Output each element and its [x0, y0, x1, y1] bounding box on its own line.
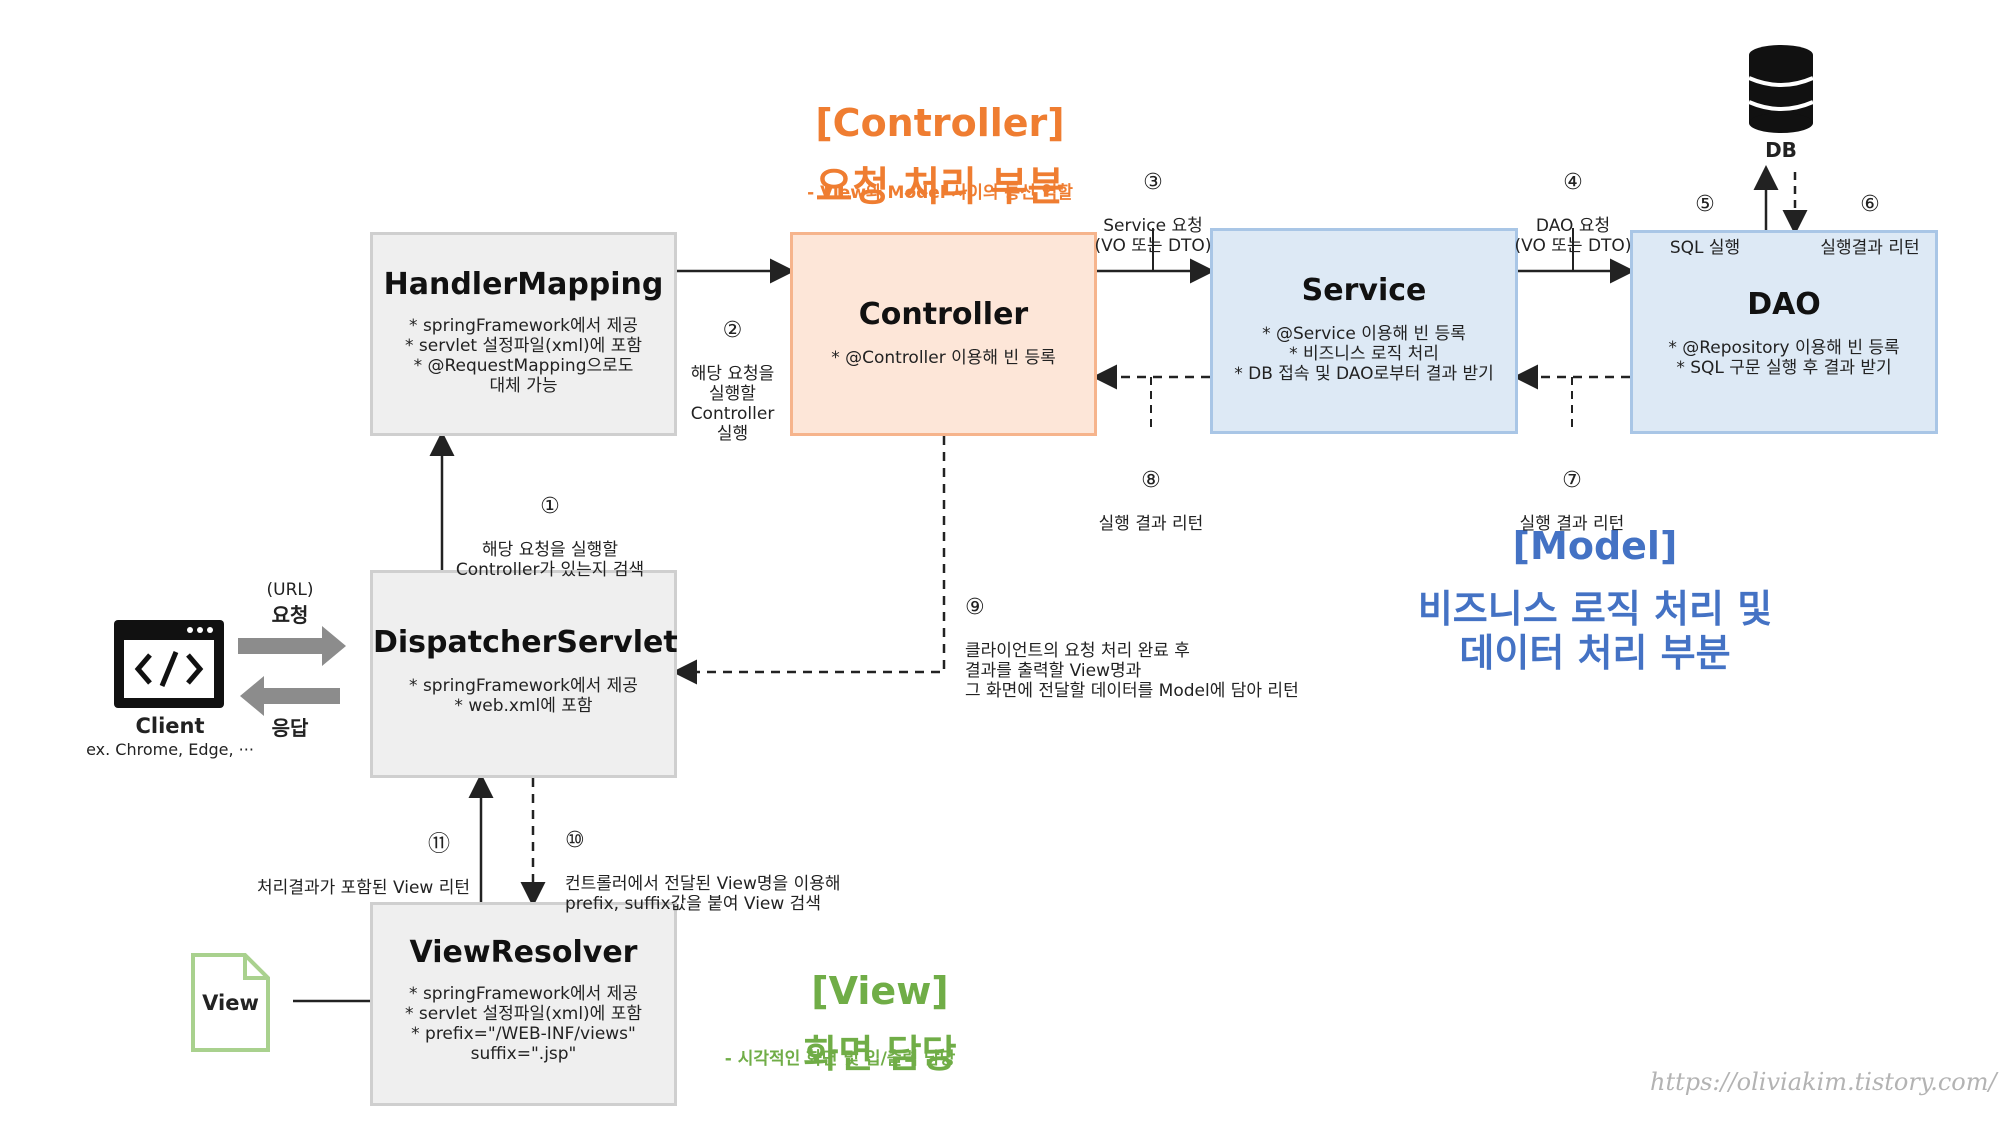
- client-examples: ex. Chrome, Edge, ···: [86, 740, 254, 759]
- code-window-icon: [114, 620, 224, 708]
- step-8-num: ⑧: [1141, 468, 1161, 493]
- step-10-text: 컨트롤러에서 전달된 View명을 이용해 prefix, suffix값을 붙…: [565, 874, 841, 914]
- service-desc: * @Service 이용해 빈 등록 * 비즈니스 로직 처리 * DB 접속…: [1234, 324, 1494, 384]
- arrow-controller-to-dispatcher: [672, 436, 946, 685]
- service-title: Service: [1301, 273, 1427, 308]
- dao-box: DAO * @Repository 이용해 빈 등록 * SQL 구문 실행 후…: [1630, 230, 1938, 434]
- document-icon: [191, 953, 270, 1052]
- url-label: (URL): [266, 580, 314, 600]
- request-arrow: [238, 626, 346, 666]
- view-header-title: [View]: [811, 969, 949, 1013]
- request-label: 요청: [271, 603, 309, 627]
- step-9-text: 클라이언트의 요청 처리 완료 후 결과를 출력할 View명과 그 화면에 전…: [965, 641, 1299, 701]
- step-2-num: ②: [722, 318, 743, 343]
- step-1: ① 해당 요청을 실행할 Controller가 있는지 검색: [440, 474, 660, 600]
- controller-header-subtitle: 요청 처리 부분: [815, 164, 1065, 210]
- response-arrow: [240, 676, 340, 716]
- step-2-text: 해당 요청을 실행할 Controller 실행: [690, 364, 775, 444]
- step-3-num: ③: [1143, 170, 1163, 195]
- step-7: ⑦ 실행 결과 리턴: [1512, 448, 1632, 554]
- step-3-text: Service 요청 (VO 또는 DTO): [1094, 216, 1212, 256]
- dispatcher-servlet-box: DispatcherServlet * springFramework에서 제공…: [370, 570, 678, 778]
- model-header: [Model] 비즈니스 로직 처리 및 데이터 처리 부분: [1390, 505, 1800, 694]
- handler-mapping-box: HandlerMapping * springFramework에서 제공 * …: [370, 232, 677, 436]
- step-1-num: ①: [540, 494, 560, 519]
- database-icon: [1748, 45, 1814, 133]
- view-header-note: - 시각적인 화면 및 입/출력 담당: [724, 1049, 956, 1069]
- service-box: Service * @Service 이용해 빈 등록 * 비즈니스 로직 처리…: [1210, 228, 1518, 434]
- step-7-text: 실행 결과 리턴: [1519, 514, 1625, 534]
- step-8: ⑧ 실행 결과 리턴: [1091, 448, 1211, 554]
- step-4-text: DAO 요청 (VO 또는 DTO): [1514, 216, 1632, 256]
- dispatcher-servlet-title: DispatcherServlet: [373, 625, 678, 660]
- watermark: https://oliviakim.tistory.com/: [1650, 1068, 1997, 1096]
- step-9: ⑨ 클라이언트의 요청 처리 완료 후 결과를 출력할 View명과 그 화면에…: [965, 575, 1345, 721]
- controller-title: Controller: [858, 297, 1029, 332]
- controller-desc: * @Controller 이용해 빈 등록: [831, 348, 1056, 368]
- view-header: [View] 화면 담당: [730, 950, 1030, 1095]
- dao-desc: * @Repository 이용해 빈 등록 * SQL 구문 실행 후 결과 …: [1668, 338, 1900, 378]
- view-resolver-desc: * springFramework에서 제공 * servlet 설정파일(xm…: [404, 984, 642, 1064]
- step-9-num: ⑨: [965, 595, 985, 620]
- controller-header-title: [Controller]: [815, 101, 1065, 145]
- step-11: ⑪ 처리결과가 포함된 View 리턴: [225, 812, 470, 918]
- view-resolver-box: ViewResolver * springFramework에서 제공 * se…: [370, 902, 677, 1106]
- handler-mapping-title: HandlerMapping: [383, 267, 664, 302]
- handler-mapping-desc: * springFramework에서 제공 * servlet 설정파일(xm…: [404, 316, 642, 396]
- step-6: ⑥ 실행결과 리턴: [1810, 172, 1930, 278]
- client-name: Client: [135, 714, 205, 738]
- step-2: ② 해당 요청을 실행할 Controller 실행: [680, 298, 785, 464]
- dispatcher-servlet-desc: * springFramework에서 제공 * web.xml에 포함: [409, 676, 638, 716]
- response-label: 응답: [271, 716, 309, 740]
- step-4: ④ DAO 요청 (VO 또는 DTO): [1503, 150, 1643, 276]
- step-8-text: 실행 결과 리턴: [1098, 514, 1204, 534]
- dao-title: DAO: [1747, 287, 1821, 322]
- step-11-num: ⑪: [427, 832, 450, 857]
- view-resolver-title: ViewResolver: [409, 935, 638, 970]
- view-file-label: View: [202, 991, 259, 1015]
- step-10: ⑩ 컨트롤러에서 전달된 View명을 이용해 prefix, suffix값을…: [565, 808, 885, 934]
- step-5-text: SQL 실행: [1669, 238, 1741, 258]
- step-6-text: 실행결과 리턴: [1820, 238, 1920, 258]
- step-4-num: ④: [1563, 170, 1583, 195]
- view-header-subtitle: 화면 담당: [803, 1032, 957, 1076]
- step-5-num: ⑤: [1695, 192, 1715, 217]
- db-label: DB: [1765, 138, 1797, 162]
- step-11-text: 처리결과가 포함된 View 리턴: [257, 878, 470, 898]
- step-6-num: ⑥: [1860, 192, 1880, 217]
- controller-box: Controller * @Controller 이용해 빈 등록: [790, 232, 1097, 436]
- step-1-text: 해당 요청을 실행할 Controller가 있는지 검색: [455, 540, 645, 580]
- controller-header: [Controller] 요청 처리 부분: [770, 82, 1110, 229]
- step-7-num: ⑦: [1562, 468, 1582, 493]
- step-10-num: ⑩: [565, 828, 585, 853]
- step-3: ③ Service 요청 (VO 또는 DTO): [1083, 150, 1223, 276]
- step-5: ⑤ SQL 실행: [1660, 172, 1750, 278]
- controller-header-note: - View와 Model 사이의 통신 역할: [807, 183, 1073, 203]
- model-header-title: [Model]: [1512, 524, 1678, 568]
- model-header-subtitle: 비즈니스 로직 처리 및 데이터 처리 부분: [1417, 587, 1773, 675]
